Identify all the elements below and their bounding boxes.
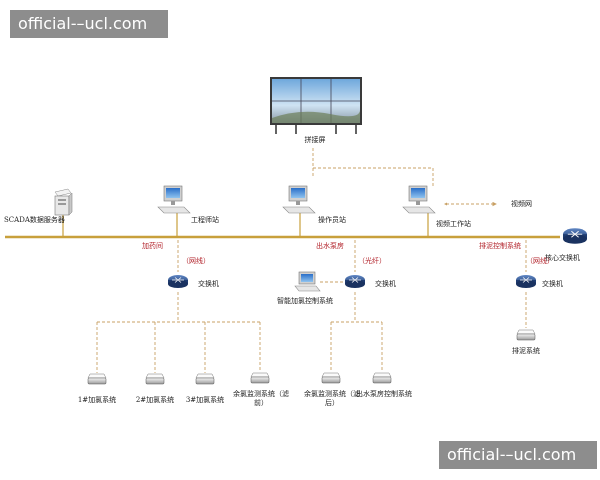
switch-icon bbox=[167, 274, 189, 289]
arrow-head bbox=[444, 202, 447, 206]
workstation-icon bbox=[402, 185, 436, 214]
switch-icon bbox=[344, 274, 366, 289]
device-3-label: 3#加氯系统 bbox=[185, 396, 225, 404]
device-icon bbox=[516, 329, 536, 341]
area3-label: 排泥控制系统 bbox=[479, 242, 521, 250]
device-icon bbox=[195, 373, 215, 385]
upper-dashed-links bbox=[312, 148, 497, 207]
lower-dashed-links bbox=[96, 240, 527, 373]
area3-net-label: （网线） bbox=[526, 257, 554, 265]
display-label: 拼接屏 bbox=[304, 136, 326, 144]
area1-net-label: （网线） bbox=[182, 257, 210, 265]
area2-net-label: （光纤） bbox=[358, 257, 386, 265]
switch3-label: 交换机 bbox=[542, 280, 563, 288]
switch-icon bbox=[562, 227, 588, 245]
switch1-label: 交换机 bbox=[198, 280, 219, 288]
engineer-label: 工程师站 bbox=[191, 216, 219, 224]
video-wall-icon bbox=[270, 77, 362, 134]
operator-label: 操作员站 bbox=[318, 216, 346, 224]
device-2-label: 2#加氯系统 bbox=[135, 396, 175, 404]
video-net-label: 视频网 bbox=[511, 200, 532, 208]
area2-label: 出水泵房 bbox=[316, 242, 344, 250]
workstation-icon bbox=[157, 185, 191, 214]
area1-label: 加药间 bbox=[142, 242, 163, 250]
video-ws-label: 视频工作站 bbox=[436, 220, 471, 228]
device-7-label: 排泥系统 bbox=[512, 347, 540, 355]
device-icon bbox=[145, 373, 165, 385]
device-5-label: 余氯监测系统（滤后） bbox=[304, 390, 360, 407]
scada-label: SCADA数据服务器 bbox=[4, 216, 65, 224]
smart-chlor-label: 智能加氯控制系统 bbox=[277, 297, 333, 305]
watermark-bottom: official-–ucl.com bbox=[439, 441, 597, 469]
device-6-label: 出水泵房控制系统 bbox=[356, 390, 412, 398]
device-icon bbox=[321, 372, 341, 384]
device-icon bbox=[372, 372, 392, 384]
device-1-label: 1#加氯系统 bbox=[77, 396, 117, 404]
core-switch-label: 核心交换机 bbox=[545, 254, 580, 262]
device-4-label: 余氯监测系统（滤前） bbox=[233, 390, 289, 407]
switch2-label: 交换机 bbox=[375, 280, 396, 288]
laptop-icon bbox=[294, 271, 321, 292]
workstation-icon bbox=[282, 185, 316, 214]
switch-icon bbox=[515, 274, 537, 289]
server-icon bbox=[54, 188, 73, 216]
watermark-top: official-–ucl.com bbox=[10, 10, 168, 38]
device-icon bbox=[87, 373, 107, 385]
backbone-drops bbox=[62, 212, 429, 237]
device-icon bbox=[250, 372, 270, 384]
